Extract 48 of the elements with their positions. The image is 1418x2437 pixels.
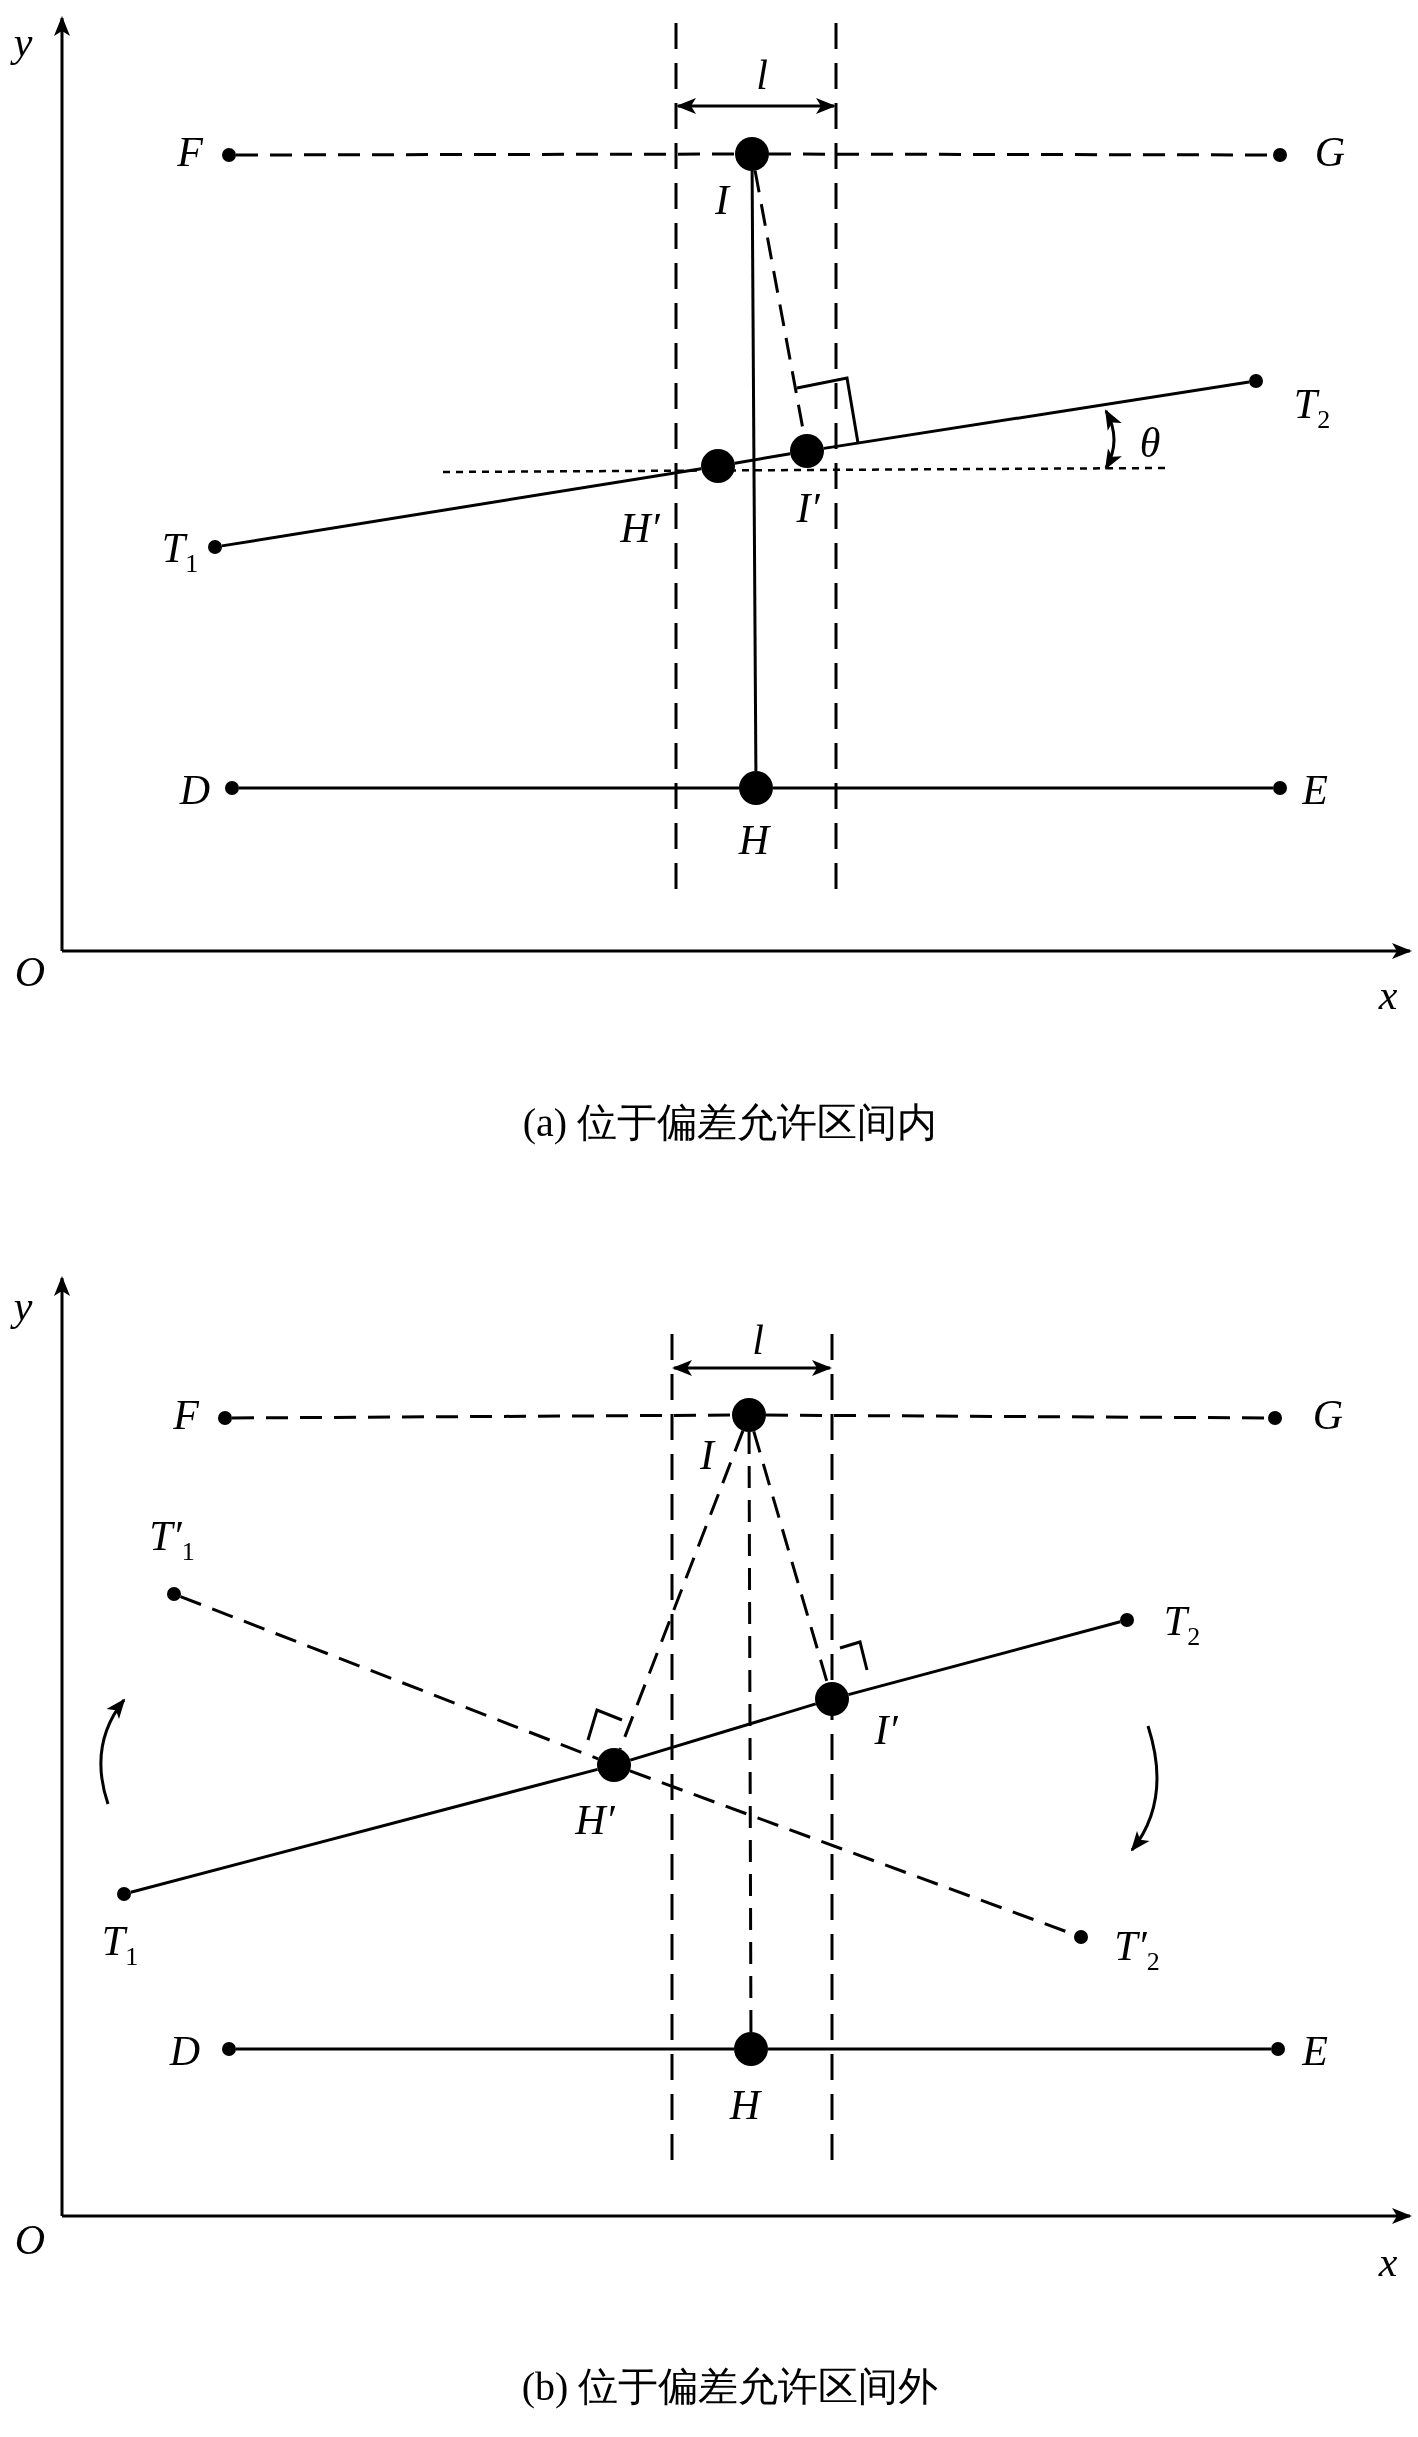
point-label: I bbox=[700, 1434, 714, 1476]
line-segment bbox=[848, 1620, 1121, 1697]
line-segment bbox=[823, 380, 1250, 450]
axis-label: l bbox=[752, 1319, 764, 1361]
axis-label: θ bbox=[1139, 422, 1161, 464]
dashed-line bbox=[747, 1432, 753, 2032]
point-label: G bbox=[1314, 131, 1346, 173]
point-label: I′ bbox=[874, 1709, 898, 1751]
line-segment bbox=[734, 452, 791, 465]
axis-label: x bbox=[1378, 974, 1398, 1016]
point-label: H bbox=[738, 819, 770, 861]
dashed-line bbox=[236, 152, 735, 157]
point-label: I bbox=[715, 179, 729, 221]
point-label: H′ bbox=[575, 1799, 615, 1841]
point-label: H bbox=[729, 2084, 761, 2126]
point-label: T′$_{1}$ bbox=[149, 1515, 195, 1565]
line-segment bbox=[221, 467, 702, 548]
point-label: F bbox=[177, 131, 203, 173]
axis-label: O bbox=[14, 2219, 46, 2261]
point-label: H′ bbox=[620, 507, 660, 549]
line-segment bbox=[773, 786, 1273, 790]
axis-label: l bbox=[756, 54, 768, 96]
point-label: G bbox=[1312, 1394, 1344, 1436]
point-label: T$_{2}$ bbox=[1293, 383, 1331, 433]
line-segment bbox=[750, 171, 758, 771]
dashed-line bbox=[180, 1595, 599, 1761]
line-segment bbox=[130, 1767, 598, 1894]
point-label: E bbox=[1302, 2030, 1328, 2072]
dashed-line bbox=[618, 1430, 745, 1750]
point-label: T$_{1}$ bbox=[161, 527, 199, 577]
caption: (b) 位于偏差允许区间外 bbox=[521, 2367, 939, 2407]
line-segment bbox=[239, 786, 739, 790]
point-label: I′ bbox=[796, 487, 820, 529]
point-label: T$_{2}$ bbox=[1163, 1600, 1201, 1650]
point-label: D bbox=[169, 2030, 201, 2072]
line-segment bbox=[629, 1702, 817, 1762]
point-label: T$_{1}$ bbox=[101, 1920, 139, 1970]
axis-label: O bbox=[14, 951, 46, 993]
dashed-line bbox=[752, 1430, 829, 1684]
point-label: D bbox=[179, 769, 211, 811]
line-segment bbox=[236, 2047, 734, 2051]
point-label: T′$_{2}$ bbox=[1114, 1925, 1160, 1975]
axis-label: x bbox=[1378, 2241, 1398, 2283]
point-label: F bbox=[173, 1394, 199, 1436]
dashed-line bbox=[232, 1413, 732, 1420]
point-label: E bbox=[1302, 769, 1328, 811]
line-segment bbox=[768, 2047, 1271, 2051]
caption: (a) 位于偏差允许区间内 bbox=[522, 1103, 938, 1143]
